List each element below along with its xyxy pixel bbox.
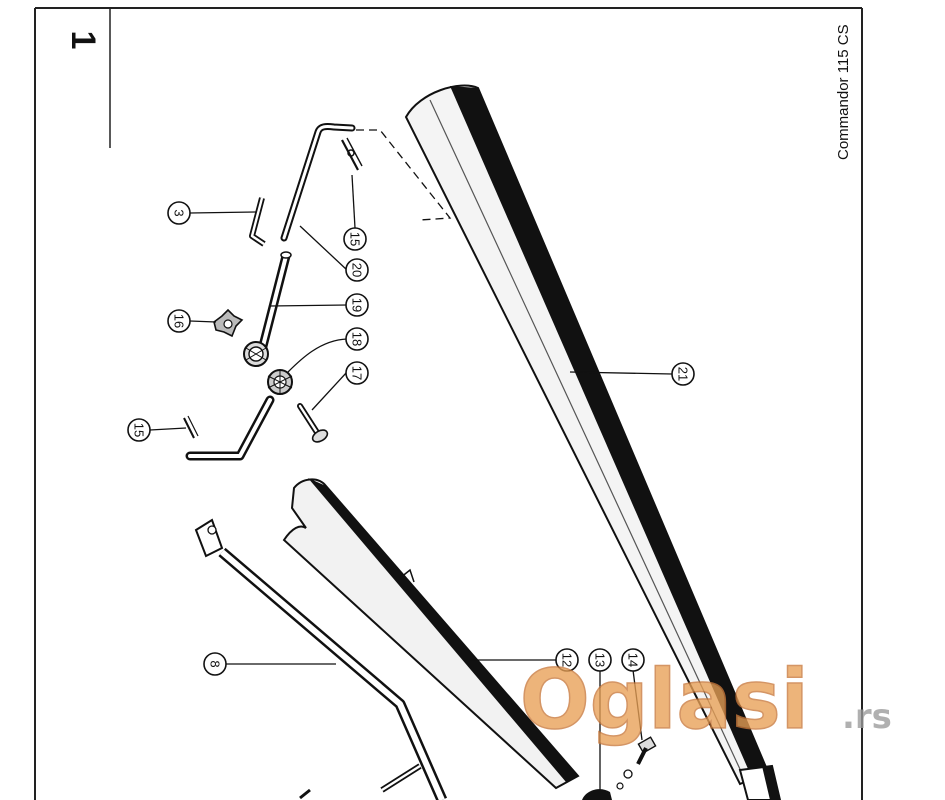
callout-20: 20 [345, 258, 369, 282]
pin-bolt [297, 403, 329, 443]
page-number: 1 [64, 31, 102, 50]
callout-17-label: 17 [350, 366, 365, 380]
callout-21: 21 [671, 362, 695, 386]
callout-19: 19 [345, 293, 369, 317]
watermark-suffix: .rs [842, 697, 892, 737]
callout-20-label: 20 [350, 263, 365, 277]
callout-15-upper-label: 15 [348, 232, 363, 246]
spacer [582, 789, 612, 800]
watermark: Oglasi .rs [519, 652, 892, 749]
link-arm [243, 251, 292, 367]
callout-15-upper: 15 [343, 227, 367, 251]
callout-19-label: 19 [350, 298, 365, 312]
split-pin-upper [341, 137, 363, 171]
page-frame [34, 7, 863, 800]
hex-key [249, 197, 266, 247]
callout-16-label: 16 [172, 314, 187, 328]
watermark-brand: Oglasi [520, 653, 809, 748]
callout-17: 17 [345, 361, 369, 385]
split-pin-lower [183, 415, 199, 439]
lower-tube [282, 478, 580, 790]
ratchet-gear [267, 369, 293, 395]
lower-lever [185, 395, 275, 461]
callout-12: 12 [555, 648, 579, 672]
callout-15-lower-label: 15 [132, 423, 147, 437]
callout-12-label: 12 [560, 653, 575, 667]
callout-21-label: 21 [676, 367, 691, 381]
star-knob [213, 308, 244, 338]
callout-18: 18 [345, 327, 369, 351]
callout-13-label: 13 [593, 653, 608, 667]
callout-18-label: 18 [350, 332, 365, 346]
callout-8: 8 [203, 652, 227, 676]
callout-16: 16 [167, 309, 191, 333]
callout-3: 3 [167, 201, 191, 225]
callout-14-label: 14 [626, 653, 641, 667]
side-rod [194, 518, 448, 800]
push-rod [280, 123, 356, 242]
callout-14: 14 [621, 648, 645, 672]
dashed-connector [356, 129, 452, 221]
callout-3-label: 3 [172, 209, 187, 216]
model-title: Commandor 115 CS [835, 24, 852, 160]
callout-13: 13 [588, 648, 612, 672]
callout-8-label: 8 [208, 660, 223, 667]
leader-lines [149, 174, 673, 790]
bolt-nut [616, 736, 657, 790]
main-handle-tube [404, 84, 782, 800]
callout-15-lower: 15 [127, 418, 151, 442]
